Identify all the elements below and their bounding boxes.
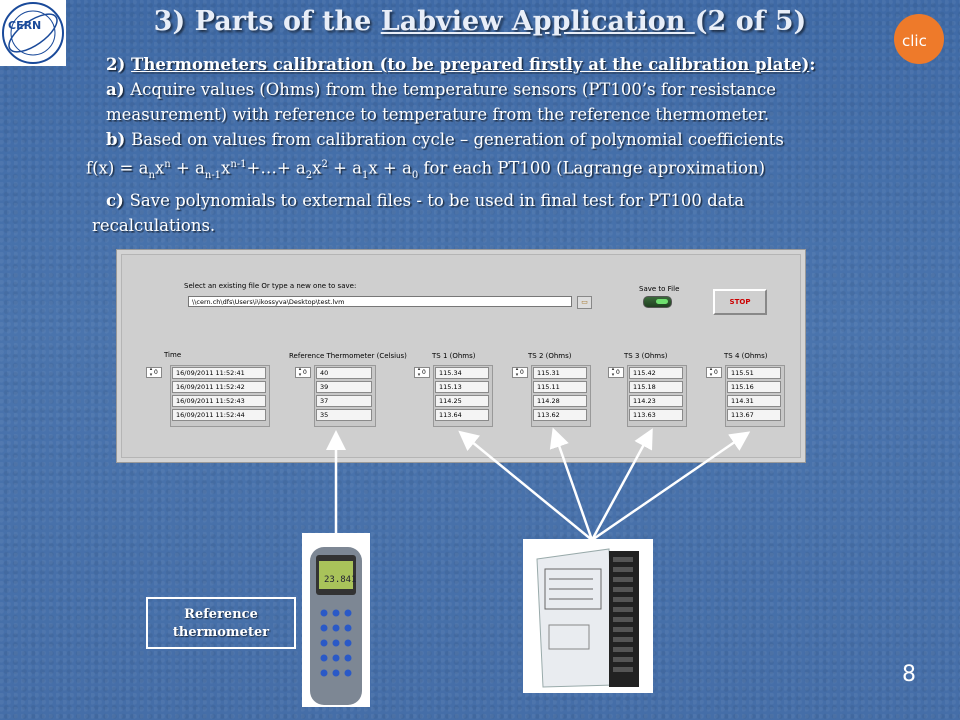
ref-cell: 39 <box>316 381 372 393</box>
arrow-to-ts4 <box>591 431 751 542</box>
ts3-cell: 115.18 <box>629 381 683 393</box>
ref-cell: 37 <box>316 395 372 407</box>
time-cell: 16/09/2011 11:52:41 <box>172 367 266 379</box>
title-prefix: 3) Parts of the <box>153 6 381 37</box>
svg-text:CERN: CERN <box>8 19 41 32</box>
ts4-header: TS 4 (Ohms) <box>724 352 768 360</box>
bullet-a-cont: measurement) with reference to temperatu… <box>106 105 770 124</box>
ref-label-line2: thermometer <box>172 625 270 640</box>
title-link: Labview Application <box>380 6 695 37</box>
reference-thermometer-photo: 23.841 <box>302 533 370 707</box>
ts1-cell: 115.13 <box>435 381 489 393</box>
slide-title: 3) Parts of the Labview Application (2 o… <box>0 6 960 37</box>
svg-text:23.841: 23.841 <box>324 575 357 585</box>
labview-panel: Select an existing file Or type a new on… <box>116 249 806 463</box>
ref-cell: 35 <box>316 409 372 421</box>
stop-button[interactable]: STOP <box>713 289 767 315</box>
bullet-c-label: c) <box>106 190 130 210</box>
bullet-c-line1: Save polynomials to external files - to … <box>129 190 745 210</box>
bullet-a: a) Acquire values (Ohms) from the temper… <box>86 77 876 102</box>
labview-inner: Select an existing file Or type a new on… <box>121 254 801 458</box>
time-cell: 16/09/2011 11:52:44 <box>172 409 266 421</box>
ts2-cell: 113.62 <box>533 409 587 421</box>
bullet-list: 2) Thermometers calibration (to be prepa… <box>86 52 876 238</box>
ts2-cell: 114.28 <box>533 395 587 407</box>
arrow-to-ts3 <box>590 428 653 541</box>
bullet-2-number: 2) <box>106 55 132 74</box>
bullet-2-text: Thermometers calibration (to be prepared… <box>131 55 810 74</box>
bullet-c: c) Save polynomials to external files - … <box>86 188 876 213</box>
ref-header: Reference Thermometer (Celsius) <box>289 352 407 360</box>
file-path-label: Select an existing file Or type a new on… <box>184 282 357 290</box>
ts4-cell: 115.16 <box>727 381 781 393</box>
ref-index[interactable]: 0 <box>295 366 311 378</box>
ts2-index[interactable]: 0 <box>512 366 528 378</box>
ts1-header: TS 1 (Ohms) <box>432 352 476 360</box>
save-to-file-toggle[interactable] <box>643 296 672 308</box>
bullet-c-cont: recalculations. <box>92 215 216 235</box>
time-cell: 16/09/2011 11:52:42 <box>172 381 266 393</box>
svg-text:clic: clic <box>902 32 927 50</box>
ts3-index[interactable]: 0 <box>608 366 624 378</box>
ts2-cell: 115.11 <box>533 381 587 393</box>
time-index[interactable]: 0 <box>146 366 162 378</box>
reference-thermometer-label: Reference thermometer <box>146 597 296 649</box>
title-suffix: (2 of 5) <box>694 6 807 37</box>
arrow-to-ts1 <box>458 430 593 541</box>
bullet-2: 2) Thermometers calibration (to be prepa… <box>86 52 876 77</box>
ref-label-line1: Reference <box>184 607 258 622</box>
browse-folder-icon[interactable]: ▭ <box>577 296 592 309</box>
file-path-input[interactable]: \\cern.ch\dfs\Users\i\ikossyva\Desktop\t… <box>188 296 572 307</box>
arrow-to-ts2 <box>549 427 594 541</box>
ts4-index[interactable]: 0 <box>706 366 722 378</box>
ts1-index[interactable]: 0 <box>414 366 430 378</box>
bullet-b-formula: f(x) = anxn + an-1xn-1+…+ a2x2 + a1x + a… <box>86 158 766 181</box>
ts1-cell: 115.34 <box>435 367 489 379</box>
daq-module-photo <box>523 539 653 693</box>
bullet-b-line1: Based on values from calibration cycle –… <box>131 130 784 149</box>
ts4-cell: 113.67 <box>727 409 781 421</box>
page-number: 8 <box>902 662 916 687</box>
ref-cell: 40 <box>316 367 372 379</box>
ts3-cell: 114.23 <box>629 395 683 407</box>
ts4-cell: 114.31 <box>727 395 781 407</box>
bullet-a-line1: Acquire values (Ohms) from the temperatu… <box>130 80 777 99</box>
bullet-b-formula-suffix: for each PT100 (Lagrange aproximation) <box>418 158 766 178</box>
ts2-cell: 115.31 <box>533 367 587 379</box>
ts3-header: TS 3 (Ohms) <box>624 352 668 360</box>
time-header: Time <box>164 351 182 359</box>
bullet-b-label: b) <box>106 130 132 149</box>
time-cell: 16/09/2011 11:52:43 <box>172 395 266 407</box>
ts3-cell: 113.63 <box>629 409 683 421</box>
ts2-header: TS 2 (Ohms) <box>528 352 572 360</box>
ts1-cell: 113.64 <box>435 409 489 421</box>
cern-logo: CERN <box>0 0 66 66</box>
bullet-2-colon: : <box>809 55 816 74</box>
ts1-cell: 114.25 <box>435 395 489 407</box>
ts3-cell: 115.42 <box>629 367 683 379</box>
save-to-file-label: Save to File <box>639 285 680 293</box>
clic-logo: clic <box>894 14 944 64</box>
bullet-a-label: a) <box>106 80 131 99</box>
ts4-cell: 115.51 <box>727 367 781 379</box>
bullet-b: b) Based on values from calibration cycl… <box>86 127 876 152</box>
